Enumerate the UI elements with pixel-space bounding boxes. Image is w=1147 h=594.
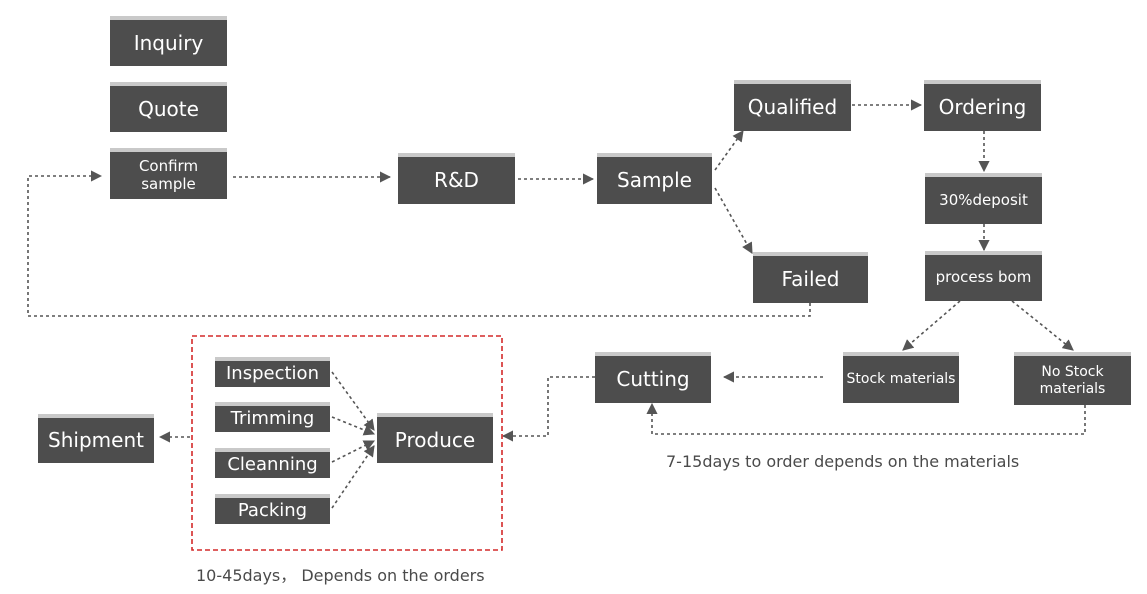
step-ordering: Ordering: [924, 80, 1041, 131]
step-trimming: Trimming: [215, 402, 330, 432]
arrow-cutting-to-produce: [501, 376, 595, 442]
step-produce: Produce: [377, 413, 493, 463]
step-shipment: Shipment: [38, 414, 154, 463]
arrow-trimming-to-produce: [331, 416, 376, 436]
step-process-bom: process bom: [925, 251, 1042, 301]
step-confirm-sample: Confirm sample: [110, 148, 227, 199]
step-inquiry: Inquiry: [110, 16, 227, 66]
arrow-failed-to-confirm: [27, 170, 811, 317]
step-cleanning: Cleanning: [215, 448, 330, 478]
step-sample: Sample: [597, 153, 712, 204]
production-lead-time-caption: 10-45days， Depends on the orders: [196, 566, 485, 585]
step-no-stock-materials: No Stock materials: [1014, 352, 1131, 405]
arrow-bom-to-stock: [902, 300, 961, 351]
step-quote: Quote: [110, 82, 227, 132]
arrow-cleanning-to-produce: [331, 440, 376, 463]
arrow-packing-to-produce: [331, 445, 375, 509]
production-stage-frame: [191, 335, 503, 551]
arrow-nostock-to-cutting: [646, 402, 1086, 435]
step-deposit: 30%deposit: [925, 173, 1042, 224]
arrow-inspection-to-produce: [331, 371, 375, 431]
step-qualified: Qualified: [734, 80, 851, 131]
arrow-bom-to-nostock: [1011, 300, 1074, 351]
step-failed: Failed: [753, 252, 868, 303]
step-inspection: Inspection: [215, 357, 330, 387]
step-cutting: Cutting: [595, 352, 711, 403]
step-stock-materials: Stock materials: [843, 352, 959, 403]
step-rnd: R&D: [398, 153, 515, 204]
materials-lead-time-caption: 7-15days to order depends on the materia…: [666, 452, 1020, 471]
arrow-sample-to-qualified: [714, 130, 744, 171]
arrow-sample-to-failed: [714, 187, 753, 254]
step-packing: Packing: [215, 494, 330, 524]
